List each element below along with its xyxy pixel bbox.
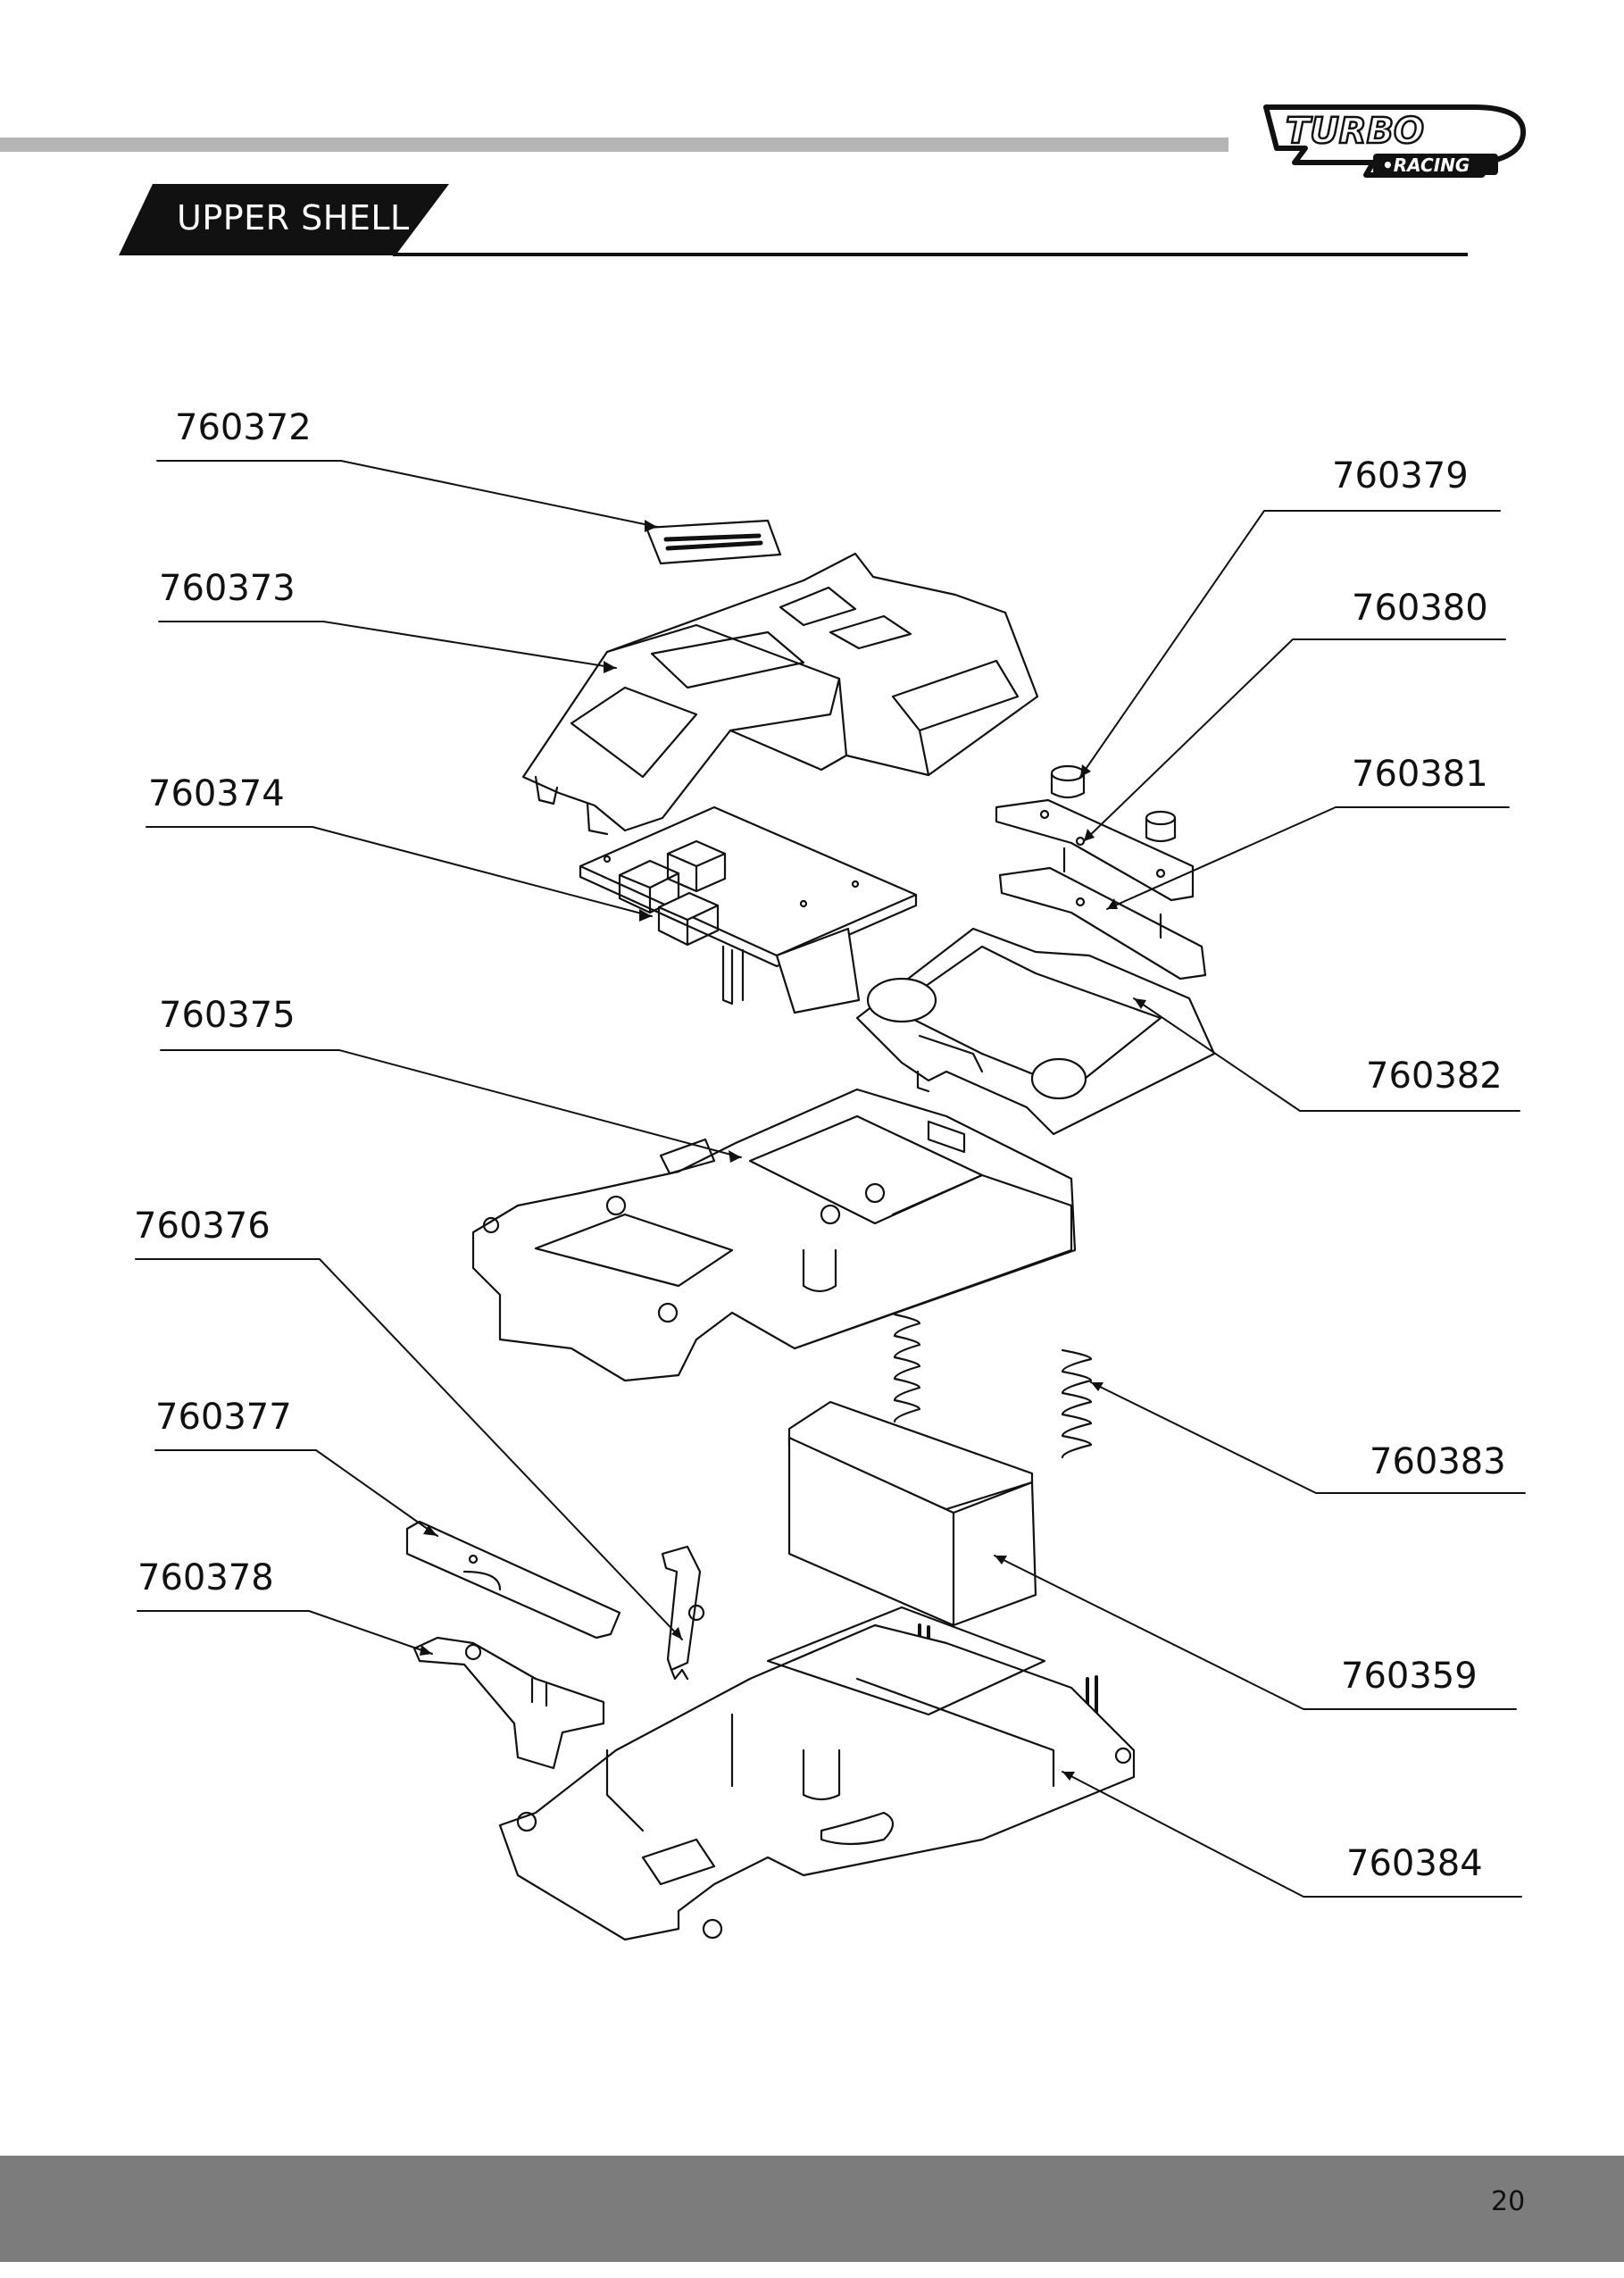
part-label: 760359 [1341,1656,1478,1697]
decal-part [645,519,782,565]
section-underline [393,253,1468,256]
upper-plate-part [995,798,1195,902]
part-label: 760375 [159,995,296,1036]
base-tray-part [498,1606,1136,1941]
spring-parts [893,1313,1093,1459]
page-number: 20 [1491,2186,1526,2217]
section-tab [119,184,449,255]
lower-plate-part [998,847,1207,980]
part-label: 760382 [1366,1056,1503,1097]
part-label: 760380 [1352,588,1488,629]
upper-shell-part [521,552,1039,836]
part-label: 760381 [1352,754,1488,795]
part-label: 760379 [1332,455,1469,496]
part-label: 760376 [134,1206,271,1247]
part-label: 760373 [159,568,296,609]
logo-text-racing: •RACING [1382,154,1470,176]
clip-part [412,1636,605,1770]
section-title: UPPER SHELL [177,198,410,238]
turbo-racing-logo: TURBO •RACING [1263,104,1527,178]
latch-part [661,1545,705,1681]
part-label: 760384 [1346,1843,1483,1884]
part-label: 760372 [175,407,312,448]
header-rule [0,138,1228,152]
circuit-board-part [579,805,918,1014]
chassis-frame-part [471,1088,1077,1382]
part-label: 760383 [1370,1441,1506,1482]
leader-lines [135,460,1526,1898]
post-parts [1050,764,1177,843]
part-label: 760374 [148,773,285,814]
lower-bar-part [405,1520,621,1640]
logo-text-turbo: TURBO [1286,111,1424,152]
footer-bar [0,2156,1624,2262]
leader-arrowheads [420,520,1146,1781]
part-label: 760377 [155,1397,292,1438]
part-label: 760378 [137,1557,274,1598]
tray-part [855,927,1216,1136]
